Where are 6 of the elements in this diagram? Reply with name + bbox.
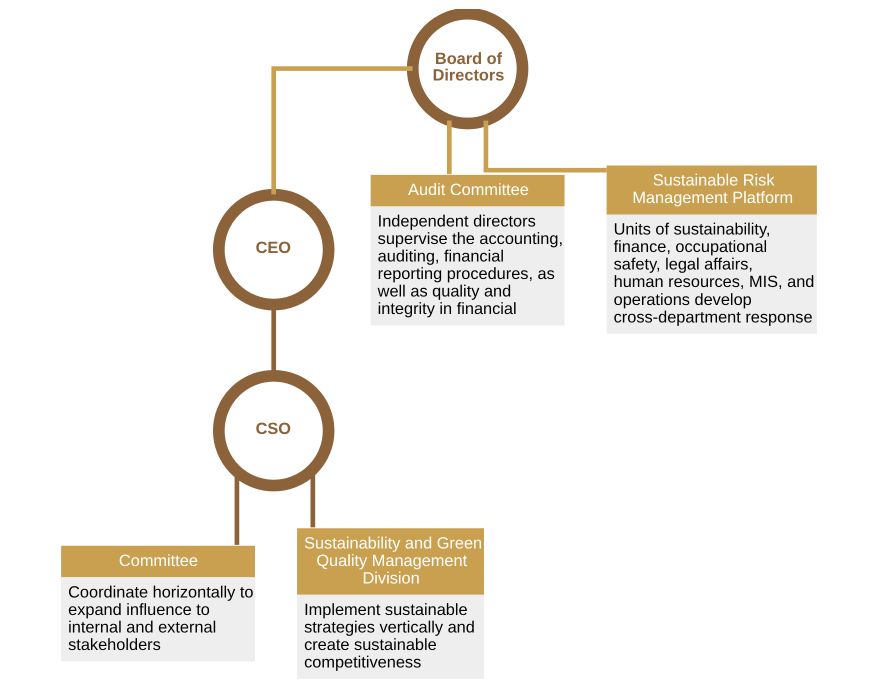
connector bbox=[483, 120, 606, 172]
node-circle: CEO bbox=[212, 188, 334, 310]
node-circle: CSO bbox=[212, 369, 334, 491]
connector bbox=[270, 66, 412, 194]
node-circle: Board of Directors bbox=[406, 8, 528, 129]
connector bbox=[446, 120, 452, 174]
